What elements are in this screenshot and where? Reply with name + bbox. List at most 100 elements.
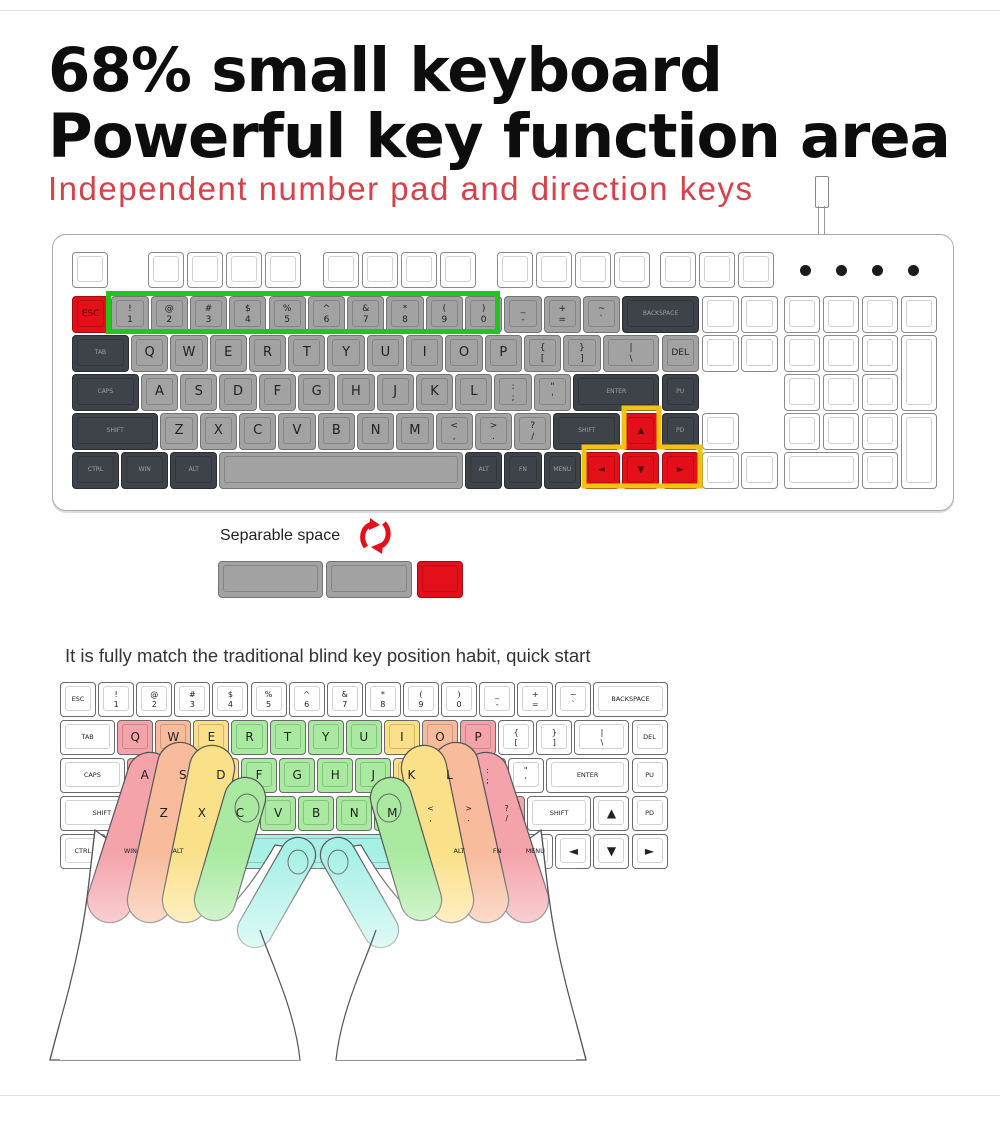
- key-symbol: : ;: [494, 374, 532, 411]
- key-symbol: ? /: [514, 413, 552, 450]
- numpad-key: [784, 335, 820, 372]
- numpad-key: [862, 335, 898, 372]
- key-symbol: ~ `: [582, 296, 621, 333]
- split-space-key-right: [326, 561, 412, 598]
- key-r: R: [248, 335, 287, 372]
- nav-key: [702, 413, 739, 450]
- key-f: F: [258, 374, 296, 411]
- key-h: H: [337, 374, 375, 411]
- keycap-p: [460, 720, 497, 755]
- function-key: [265, 252, 301, 288]
- keycap-symbol: [555, 834, 592, 869]
- key-menu: MENU: [543, 452, 581, 489]
- key-v: V: [278, 413, 316, 450]
- keycap-enter: [545, 758, 630, 793]
- keycap-s: [164, 758, 201, 793]
- key-symbol: ▲: [622, 413, 660, 450]
- keycap-o: [421, 720, 459, 755]
- key-ctrl: CTRL: [72, 452, 120, 489]
- keycap-l: [431, 758, 468, 793]
- keycap-a: [126, 758, 163, 793]
- typing-caption: It is fully match the traditional blind …: [65, 645, 591, 666]
- indicator-light: [872, 265, 883, 276]
- keycap-symbol: [593, 796, 630, 831]
- separable-space-label: Separable space: [220, 527, 341, 544]
- key-g: G: [297, 374, 336, 411]
- function-key: [738, 252, 774, 288]
- nav-key: [702, 296, 739, 333]
- key-5: % 5: [268, 296, 306, 333]
- key-tab: TAB: [72, 335, 129, 372]
- keycap-shift: [60, 796, 144, 831]
- key-z: Z: [160, 413, 198, 450]
- key-q: Q: [130, 335, 169, 372]
- keyboard-cable-wire: [818, 206, 825, 234]
- page-title-line2: Powerful key function area: [48, 101, 951, 172]
- keycap-8: [364, 682, 401, 717]
- key-symbol: + =: [543, 296, 581, 333]
- nav-key: [741, 296, 778, 333]
- key-8: * 8: [386, 296, 424, 333]
- keycap-u: [345, 720, 382, 755]
- keycap-q: [117, 720, 154, 755]
- keycap-symbol: [450, 796, 487, 831]
- key-pd: PD: [661, 413, 699, 450]
- function-key: [323, 252, 359, 288]
- keycap-x: [183, 796, 220, 831]
- key-shift: SHIFT: [72, 413, 159, 450]
- indicator-light: [908, 265, 919, 276]
- keycap-symbol: [574, 720, 630, 755]
- key-symbol: > .: [474, 413, 513, 450]
- key-o: O: [445, 335, 483, 372]
- keycap-caps: [60, 758, 125, 793]
- split-space-key-red: [417, 561, 463, 598]
- function-key: [660, 252, 696, 288]
- keycap-alt: [155, 834, 201, 869]
- function-key: [226, 252, 262, 288]
- bottom-divider: [0, 1095, 1000, 1096]
- key-symbol: < ,: [435, 413, 473, 450]
- keycap-win: [107, 834, 154, 869]
- key-6: ^ 6: [307, 296, 346, 333]
- key-pu: PU: [661, 374, 699, 411]
- keycap-del: [631, 720, 668, 755]
- numpad-key-zero: [784, 452, 859, 489]
- keycap-symbol: [498, 720, 535, 755]
- key-alt: ALT: [170, 452, 218, 489]
- keycap-5: [250, 682, 287, 717]
- keycap-fn: [479, 834, 516, 869]
- key-1: ! 1: [111, 296, 149, 333]
- key-win: WIN: [121, 452, 169, 489]
- function-key: [575, 252, 611, 288]
- numpad-key: [823, 296, 859, 333]
- keycap-6: [288, 682, 325, 717]
- indicator-light: [836, 265, 847, 276]
- key-caps: CAPS: [72, 374, 139, 411]
- key-space: [219, 452, 463, 489]
- keycap-7: [326, 682, 363, 717]
- function-key: [72, 252, 108, 288]
- keycap-symbol: [517, 682, 554, 717]
- key-symbol: ◄: [582, 452, 621, 489]
- key-2: @ 2: [150, 296, 188, 333]
- keycap-y: [307, 720, 344, 755]
- nav-key: [741, 452, 778, 489]
- numpad-key: [784, 374, 820, 411]
- keycap-w: [155, 720, 192, 755]
- numpad-key: [823, 335, 859, 372]
- key-d: D: [219, 374, 257, 411]
- keycap-9: [402, 682, 439, 717]
- keycap-r: [231, 720, 268, 755]
- key-k: K: [415, 374, 454, 411]
- indicator-light: [800, 265, 811, 276]
- key-9: ( 9: [425, 296, 463, 333]
- function-key: [536, 252, 572, 288]
- function-key: [362, 252, 398, 288]
- keycap-symbol: [631, 834, 668, 869]
- key-symbol: _ -: [504, 296, 542, 333]
- key-i: I: [406, 335, 444, 372]
- keycap-j: [355, 758, 392, 793]
- keycap-symbol: [488, 796, 525, 831]
- key-s: S: [180, 374, 218, 411]
- page-subtitle: Independent number pad and direction key…: [48, 170, 754, 207]
